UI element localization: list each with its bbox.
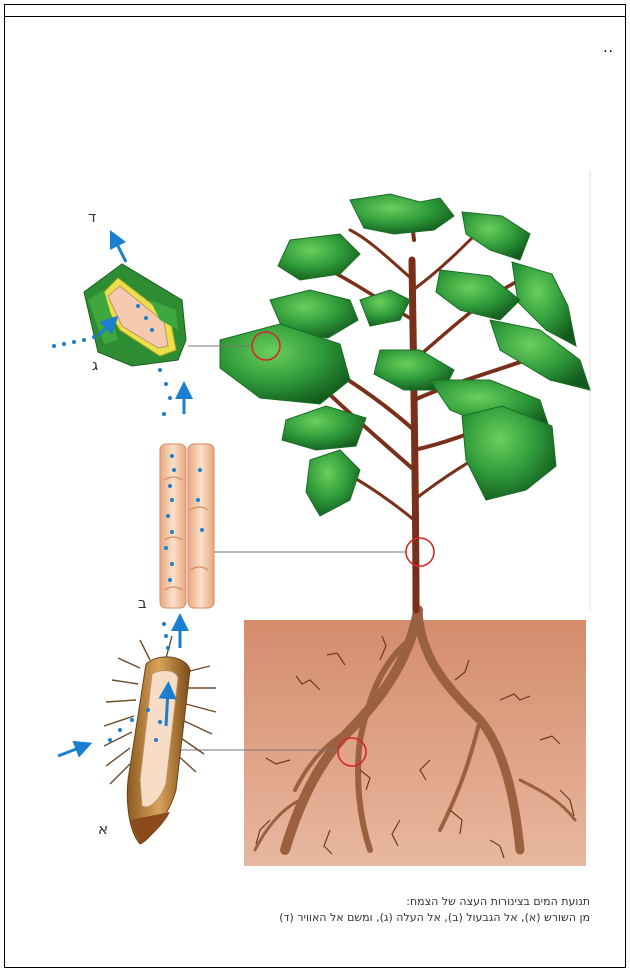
label-root: א [98, 820, 108, 838]
label-stem: ב [138, 594, 147, 612]
stem-closeup [160, 444, 214, 608]
label-leaf: ג [92, 356, 98, 374]
stem-marker [406, 538, 434, 566]
arrow-root-up [166, 690, 168, 726]
leaf-closeup [84, 264, 186, 366]
arrow-into-root [58, 746, 84, 756]
caption-line-1: תנועת המים בצינורות העצה של הצמח: [210, 894, 590, 910]
tree-leaves [220, 194, 590, 516]
label-air: ד [88, 208, 96, 226]
caption-line-2: מן השורש (א), אל הגבעול (ב), אל העלה (ג)… [210, 910, 590, 926]
arrow-to-air [114, 238, 126, 262]
diagram-caption: תנועת המים בצינורות העצה של הצמח: מן השו… [210, 894, 590, 926]
root-closeup [104, 636, 216, 844]
